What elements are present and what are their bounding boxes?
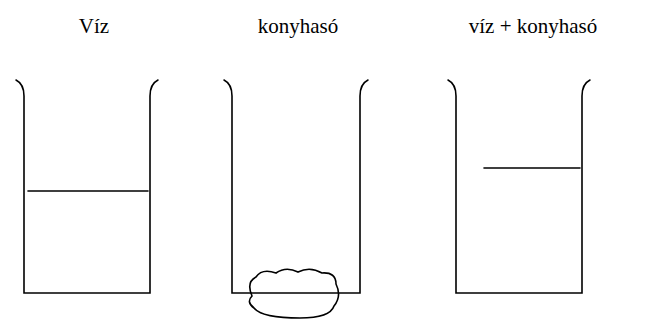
beaker-label: Víz (79, 14, 109, 39)
water-level (484, 167, 580, 169)
salt-heap (249, 269, 338, 318)
beaker (224, 80, 368, 293)
beaker (16, 80, 158, 293)
water-level (28, 190, 148, 192)
beaker-label: konyhasó (258, 14, 339, 39)
beaker-label: víz + konyhasó (469, 14, 598, 39)
beaker (448, 80, 590, 293)
